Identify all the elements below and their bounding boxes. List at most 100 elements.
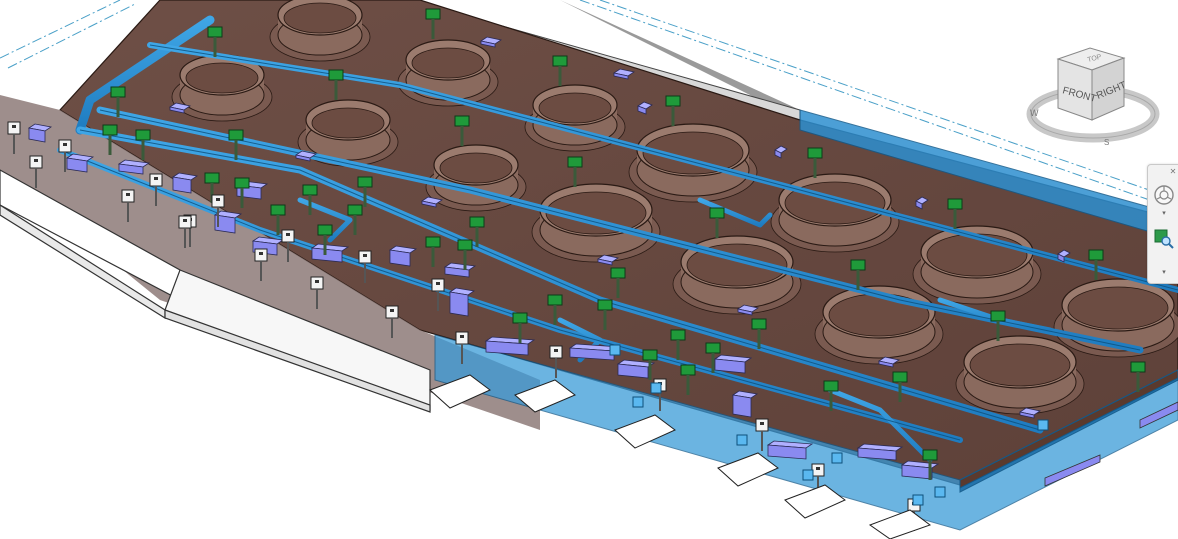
equipment-white: [755, 418, 769, 451]
viewcube-right-face[interactable]: [1091, 57, 1125, 121]
tank: [912, 225, 1042, 305]
equipment-green: [228, 129, 244, 160]
equipment-green: [347, 204, 363, 235]
equipment-white: [58, 139, 72, 172]
equipment-white: [358, 250, 372, 283]
equipment-green: [709, 207, 725, 238]
hanger-device: [650, 382, 662, 394]
equipment-green: [302, 184, 318, 215]
equipment-purple: [484, 336, 536, 356]
equipment-purple: [774, 145, 788, 159]
tank: [425, 144, 527, 212]
equipment-white-layer: [7, 121, 921, 531]
equipment-purple: [65, 153, 95, 173]
zoom-icon[interactable]: [1152, 227, 1176, 251]
equipment-white: [385, 305, 399, 338]
equipment-white: [178, 215, 192, 248]
equipment-purple: [713, 354, 753, 374]
equipment-white: [455, 331, 469, 364]
equipment-white: [149, 173, 163, 206]
equipment-green: [892, 371, 908, 402]
equipment-purple: [310, 243, 350, 263]
equipment-green: [922, 449, 938, 480]
equipment-green: [552, 55, 568, 86]
equipment-green: [469, 216, 485, 247]
equipment-white: [121, 189, 135, 222]
equipment-green: [207, 26, 223, 57]
compass-west-label[interactable]: W: [1030, 108, 1039, 118]
equipment-white: [7, 121, 21, 154]
equipment-purple: [877, 356, 901, 368]
equipment-green: [823, 380, 839, 411]
hanger-device: [609, 344, 621, 356]
equipment-green: [110, 86, 126, 117]
equipment-green: [234, 177, 250, 208]
equipment-green: [850, 259, 866, 290]
navigation-bar: ✕ ▾ ▾: [1147, 164, 1178, 284]
equipment-green: [597, 299, 613, 330]
equipment-purple: [1018, 407, 1042, 419]
equipment-purple: [1057, 249, 1071, 263]
hanger-device: [831, 452, 843, 464]
hangers-layer: [609, 344, 1049, 506]
equipment-green: [425, 8, 441, 39]
hanger-device: [802, 469, 814, 481]
viewcube[interactable]: W S TOP FRONT RIGHT: [1018, 42, 1168, 154]
equipment-green: [990, 310, 1006, 341]
equipment-purple: [420, 196, 444, 208]
equipment-white: [281, 229, 295, 262]
equipment-purple: [294, 150, 318, 162]
equipment-purple: [448, 287, 476, 317]
equipment-green: [547, 294, 563, 325]
hanger-device: [912, 494, 924, 506]
hanger-device: [632, 396, 644, 408]
equipment-purple: [637, 101, 653, 115]
viewcube-box[interactable]: [1056, 47, 1126, 121]
viewcube-top-label: TOP: [1087, 54, 1103, 64]
equipment-white: [211, 194, 225, 227]
chevron-down-icon[interactable]: ▾: [1162, 210, 1166, 217]
chevron-down-icon[interactable]: ▾: [1162, 269, 1166, 276]
equipment-green: [135, 129, 151, 160]
equipment-green: [610, 267, 626, 298]
left-walls: [0, 169, 431, 413]
equipment-white: [254, 248, 268, 281]
equipment-green: [317, 224, 333, 255]
equipment-purple: [766, 440, 814, 460]
compass-south-label[interactable]: S: [1104, 138, 1109, 147]
footings: [429, 374, 932, 539]
equipment-green: [665, 95, 681, 126]
equipment-purple: [915, 196, 929, 210]
equipment-green: [670, 329, 686, 360]
equipment-purple: [612, 68, 636, 80]
reference-lines: [0, 0, 1178, 211]
equipment-green: [680, 364, 696, 395]
hanger-device: [934, 486, 946, 498]
equipment-purple: [117, 159, 151, 175]
steering-wheel-icon[interactable]: [1152, 183, 1176, 207]
close-icon[interactable]: ✕: [1169, 167, 1177, 176]
equipment-purple: [736, 304, 760, 316]
equipment-purple: [616, 359, 656, 379]
equipment-green: [328, 69, 344, 100]
equipment-green: [512, 312, 528, 343]
equipment-green: [642, 349, 658, 380]
equipment-purple: [168, 102, 192, 114]
tank: [171, 54, 273, 122]
equipment-purple: [856, 443, 904, 461]
equipment-purple: [443, 262, 477, 278]
hanger-device: [736, 434, 748, 446]
equipment-green: [705, 342, 721, 373]
equipment-purple: [479, 36, 503, 48]
equipment-green: [357, 176, 373, 207]
equipment-white: [310, 276, 324, 309]
equipment-green: [425, 236, 441, 267]
equipment-green: [270, 204, 286, 235]
ductwork-outline: [59, 44, 1178, 441]
equipment-white: [549, 345, 563, 378]
equipment-white: [29, 155, 43, 188]
equipment-purple: [596, 254, 620, 266]
equipment-green: [1088, 249, 1104, 280]
hanger-device: [1037, 419, 1049, 431]
